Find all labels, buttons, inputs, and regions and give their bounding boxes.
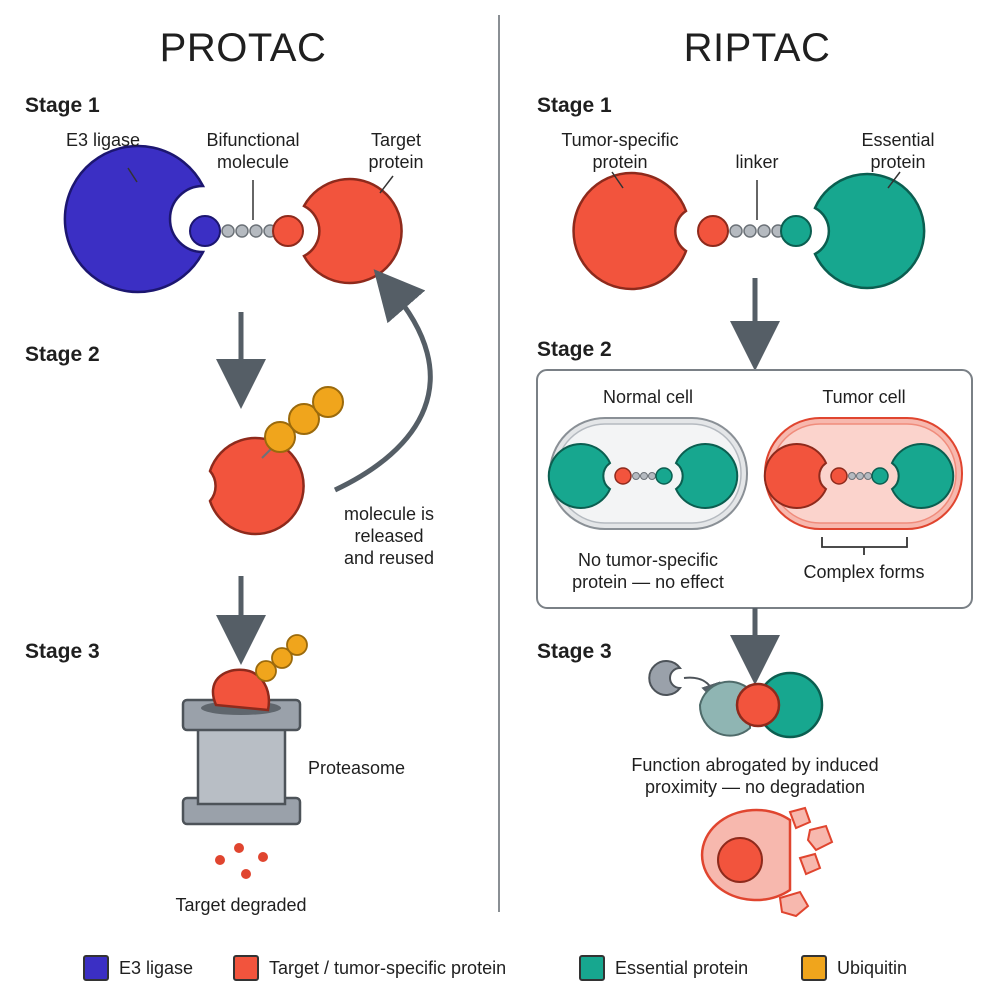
e3-ligand	[189, 215, 221, 247]
linker-bead	[743, 224, 757, 238]
legend-item-e3: E3 ligase	[83, 953, 193, 983]
bifunctional-label-line2: molecule	[216, 152, 290, 172]
recycle-label-line3: and reused	[343, 548, 435, 568]
target-label-line1: Target	[370, 130, 422, 150]
protac-stage1-label: Stage 1	[25, 94, 100, 117]
ubiquitin	[312, 386, 344, 418]
linker-bead	[249, 224, 263, 238]
complex-bracket	[821, 537, 908, 555]
legend: E3 ligase Target / tumor-specific protei…	[0, 953, 999, 983]
legend-label-ubiquitin: Ubiquitin	[837, 957, 908, 978]
dying-tumor-cell	[700, 806, 834, 918]
target-ligand	[272, 215, 304, 247]
ubiquitin	[286, 634, 308, 656]
recycle-label-line1: molecule is	[343, 504, 435, 524]
linker-bead	[221, 224, 235, 238]
legend-item-ubiquitin: Ubiquitin	[801, 953, 907, 983]
legend-swatch-ubiquitin	[801, 955, 827, 981]
legend-swatch-target	[233, 955, 259, 981]
inactivated-partner	[698, 680, 751, 737]
legend-swatch-e3	[83, 955, 109, 981]
degraded-fragments	[215, 843, 268, 879]
tumor-ligand	[697, 215, 729, 247]
ubiquitin	[288, 403, 320, 435]
essential-pointer	[887, 171, 901, 189]
bifunctional-label-line1: Bifunctional	[206, 130, 300, 150]
legend-swatch-essential	[579, 955, 605, 981]
protac-title: PROTAC	[159, 26, 327, 70]
tumor-label-line1: Tumor-specific	[561, 130, 679, 150]
tumor-pointer	[611, 171, 624, 189]
e3-ligase-label: E3 ligase	[65, 130, 141, 150]
protac-stage2-label: Stage 2	[25, 343, 100, 366]
normal-note-line2: protein — no effect	[572, 572, 724, 592]
protac-stage1-complex	[63, 144, 403, 294]
essential-label-line1: Essential	[861, 130, 935, 150]
linker-label: linker	[735, 152, 779, 172]
tumor-cell-graphic	[763, 417, 963, 530]
proteasome-label: Proteasome	[308, 758, 406, 778]
recycle-label-line2: released	[354, 526, 424, 546]
riptac-title: RIPTAC	[683, 26, 831, 70]
legend-label-essential: Essential protein	[615, 957, 749, 978]
recycle-arrow	[333, 269, 433, 493]
protac-stage3-label: Stage 3	[25, 640, 100, 663]
essential-label-line2: protein	[870, 152, 926, 172]
riptac-stage1-complex	[572, 171, 926, 291]
tumor-cell-label: Tumor cell	[822, 387, 906, 407]
protac-stage2-ubiquitinated-target	[208, 386, 344, 536]
ubiquitin	[264, 421, 296, 453]
target-degraded-label: Target degraded	[175, 895, 307, 915]
tumor-protein-bound	[735, 682, 781, 728]
essential-ligand	[780, 215, 812, 247]
normal-cell-label: Normal cell	[602, 387, 694, 407]
target-entering-proteasome	[211, 668, 271, 712]
linker-bead	[729, 224, 743, 238]
riptac-stage3-label: Stage 3	[537, 640, 612, 663]
normal-note-line1: No tumor-specific	[577, 550, 719, 570]
linker-bead	[757, 224, 771, 238]
riptac-result-line2: proximity — no degradation	[644, 777, 866, 797]
essential-protein-shape	[813, 172, 926, 290]
riptac-stage1-label: Stage 1	[537, 94, 612, 117]
riptac-stage3-complex	[648, 660, 824, 739]
target-protein-ubiquitinated	[208, 436, 305, 536]
ubiquitin	[255, 660, 277, 682]
proteasome	[181, 634, 308, 826]
target-pointer	[379, 175, 394, 194]
normal-cell-graphic	[547, 417, 748, 530]
tumor-label-line2: protein	[592, 152, 648, 172]
ubiquitin	[271, 647, 293, 669]
riptac-stage2-label: Stage 2	[537, 338, 612, 361]
riptac-result-line1: Function abrogated by induced	[631, 755, 879, 775]
e3-pointer	[127, 167, 138, 183]
linker-bead	[235, 224, 249, 238]
complex-forms-label: Complex forms	[803, 562, 925, 582]
e3-ligase-shape	[63, 144, 206, 294]
target-protein-shape	[302, 177, 403, 285]
legend-item-target: Target / tumor-specific protein	[233, 953, 506, 983]
displaced-partner	[648, 660, 682, 696]
legend-item-essential: Essential protein	[579, 953, 748, 983]
target-label-line2: protein	[368, 152, 424, 172]
legend-label-e3: E3 ligase	[119, 957, 194, 978]
legend-label-target: Target / tumor-specific protein	[269, 957, 507, 978]
tumor-specific-protein-shape	[572, 171, 688, 291]
